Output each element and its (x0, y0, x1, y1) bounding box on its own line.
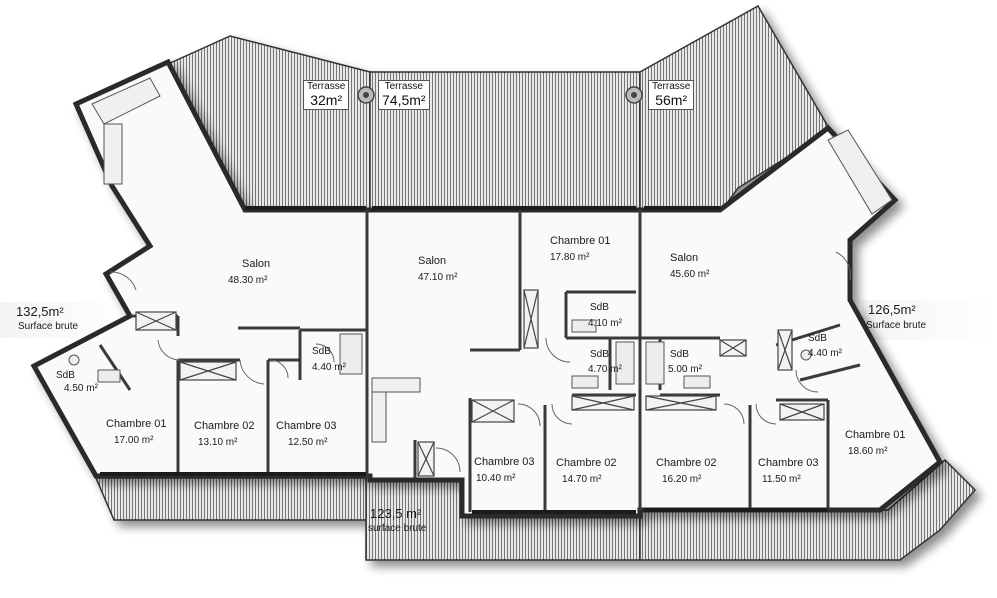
apartment-middle-note: surface brute (368, 523, 427, 534)
room-c-ch2-area: 16.20 m² (662, 474, 702, 485)
apartment-right-area: 126,5m² (868, 302, 916, 317)
room-salon-c-area: 45.60 m² (670, 269, 710, 280)
terrace-label-title: Terrasse (307, 81, 346, 92)
room-c-sdb2-name: SdB (808, 333, 827, 344)
room-a-sdb1-name: SdB (56, 370, 75, 381)
room-b-sdb1-area: 4.10 m² (588, 318, 622, 329)
room-b-sdb2-name: SdB (590, 349, 609, 360)
drain-markers (357, 86, 643, 104)
terrace-label-title: Terrasse (652, 81, 691, 92)
room-b-sdb2-area: 4.70 m² (588, 364, 622, 375)
apartment-right-note: Surface brute (866, 320, 927, 331)
room-a-sdb1-area: 4.50 m² (64, 383, 98, 394)
door-swings (109, 251, 851, 473)
room-a-ch1-name: Chambre 01 (106, 418, 167, 430)
room-a-sdb2-name: SdB (312, 346, 331, 357)
room-a-ch2-name: Chambre 02 (194, 420, 255, 432)
kitchens (91, 77, 893, 443)
room-a-ch1-area: 17.00 m² (114, 435, 154, 446)
room-c-sdb2-area: 4.40 m² (808, 348, 842, 359)
terrace-label-area: 74,5m² (382, 92, 426, 108)
room-a-ch3-area: 12.50 m² (288, 437, 328, 448)
terraces-hatched (94, 4, 977, 561)
terrace-label-56: Terrasse 56m² (648, 80, 695, 110)
room-c-ch3-name: Chambre 03 (758, 457, 819, 469)
apartment-middle-area: 123,5 m² (370, 506, 422, 521)
terrace-south-left (94, 477, 371, 521)
right-label-backdrop (862, 300, 997, 340)
room-b-ch3-area: 10.40 m² (476, 473, 516, 484)
terrace-label-32: Terrasse 32m² (303, 80, 350, 110)
room-salon-b-area: 47.10 m² (418, 272, 458, 283)
room-a-sdb2-area: 4.40 m² (312, 362, 346, 373)
room-c-sdb1-area: 5.00 m² (668, 364, 702, 375)
room-c-ch1-area: 18.60 m² (848, 446, 888, 457)
room-b-ch1-area: 17.80 m² (550, 252, 590, 263)
room-salon-b-name: Salon (418, 255, 447, 267)
apartment-left-area: 132,5m² (16, 304, 64, 319)
room-b-ch3-name: Chambre 03 (474, 456, 535, 468)
room-b-sdb1-name: SdB (590, 302, 609, 313)
windows (100, 206, 828, 514)
bath-fixtures (68, 319, 812, 389)
room-a-ch2-area: 13.10 m² (198, 437, 238, 448)
terrace-label-area: 32m² (310, 92, 343, 108)
room-c-ch2-name: Chambre 02 (656, 457, 717, 469)
terrace-label-area: 56m² (655, 92, 688, 108)
room-b-ch2-area: 14.70 m² (562, 474, 602, 485)
room-c-ch1-name: Chambre 01 (845, 429, 906, 441)
room-salon-c-name: Salon (670, 252, 699, 264)
terrace-label-title: Terrasse (384, 81, 423, 92)
room-b-ch1-name: Chambre 01 (550, 235, 611, 247)
room-b-ch2-name: Chambre 02 (556, 457, 617, 469)
apartment-left-note: Surface brute (18, 321, 79, 332)
room-salon-a-name: Salon (242, 258, 271, 270)
wardrobes (135, 289, 825, 477)
room-salon-a-area: 48.30 m² (228, 275, 268, 286)
room-a-ch3-name: Chambre 03 (276, 420, 337, 432)
terrace-label-74-5: Terrasse 74,5m² (378, 80, 430, 110)
room-c-ch3-area: 11.50 m² (762, 474, 801, 485)
room-c-sdb1-name: SdB (670, 349, 689, 360)
